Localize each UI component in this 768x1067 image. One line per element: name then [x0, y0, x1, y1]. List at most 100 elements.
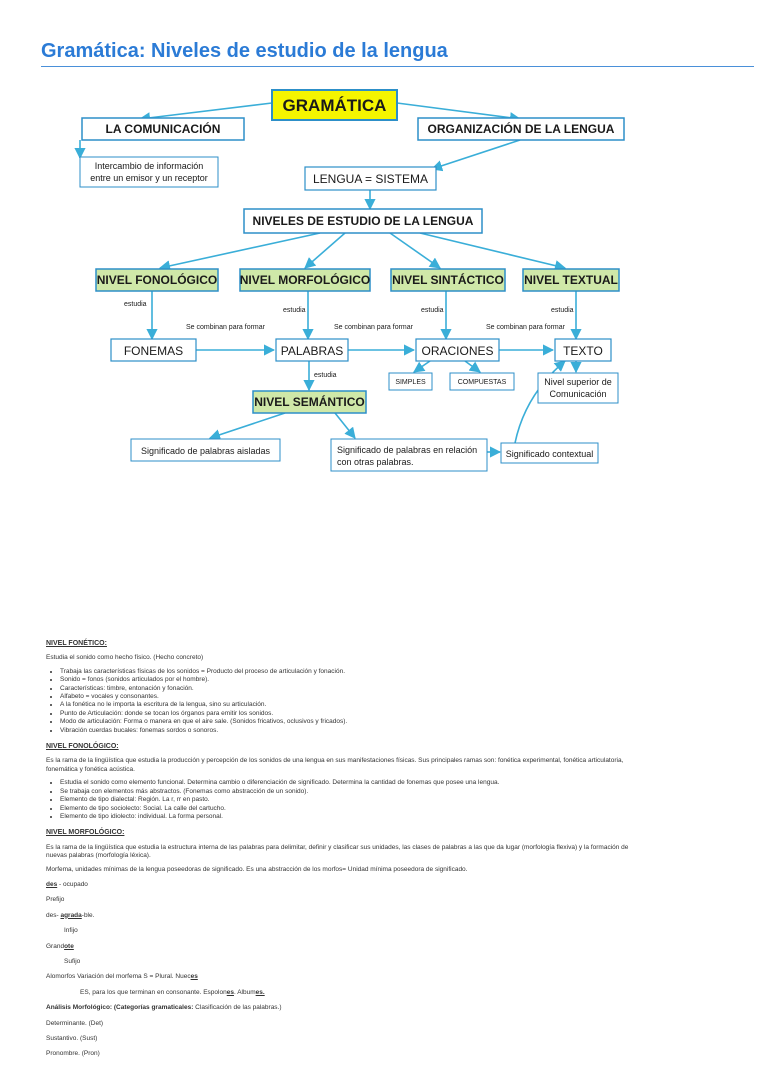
- list-item: Sonido = fonos (sonidos articulados por …: [60, 676, 726, 684]
- estudia-label-1: estudia: [124, 301, 147, 308]
- page-title: Gramática: Niveles de estudio de la leng…: [41, 40, 448, 62]
- prefijo-label: Prefijo: [46, 896, 65, 904]
- es2-morph: es: [226, 988, 234, 996]
- niveles-box: [243, 208, 483, 234]
- comunicacion-label: LA COMUNICACIÓN: [106, 121, 221, 136]
- combinan-label-1: Se combinan para formar: [186, 324, 266, 331]
- list-item: Elemento de tipo dialectal: Región. La r…: [60, 796, 726, 804]
- intercambio-line-2: entre un emisor y un receptor: [90, 173, 208, 183]
- sig-relacion-line-2: con otras palabras.: [337, 457, 414, 467]
- list-item: Punto de Articulación: donde se tocan lo…: [60, 710, 726, 718]
- estudia-label-3: estudia: [421, 307, 444, 314]
- list-item: Modo de articulación: Forma o manera en …: [60, 718, 726, 726]
- ote-morph: ote: [64, 942, 74, 950]
- analisis-rest: Clasificación de las palabras.): [193, 1004, 282, 1012]
- des-morph: des: [46, 880, 58, 888]
- sig-contextual-box: [500, 442, 599, 464]
- compuestas-label: COMPUESTAS: [458, 379, 507, 386]
- textual-label: NIVEL TEXTUAL: [524, 273, 618, 287]
- sust-line: Sustantivo. (Sust): [46, 1035, 98, 1042]
- diagram-arrows: [74, 102, 582, 458]
- list-item: A la fonética no le importa la escritura…: [60, 701, 726, 709]
- analisis-line: Análisis Morfológico: (Categorías gramat…: [46, 1004, 726, 1012]
- oraciones-label: ORACIONES: [421, 344, 493, 358]
- alomorfos-line: Alomorfos Variación del morfema S = Plur…: [46, 973, 726, 981]
- des-rest: - ocupado: [57, 880, 88, 888]
- list-item: Elemento de tipo sociolecto: Social. La …: [60, 805, 726, 813]
- example-grandote: Grandote: [46, 943, 726, 951]
- sig-aisladas-box: [130, 438, 281, 462]
- concept-map: GRAMÁTICA LA COMUNICACIÓN ORGANIZACIÓN D…: [74, 89, 625, 472]
- oraciones-box: [415, 338, 500, 362]
- album-text: . Album: [233, 988, 256, 996]
- lengua-label: LENGUA = SISTEMA: [313, 172, 428, 186]
- semantico-label: NIVEL SEMÁNTICO: [254, 394, 364, 409]
- fonemas-label: FONEMAS: [124, 344, 183, 358]
- example-agradable: des- agrada-ble.: [46, 912, 726, 920]
- es-line-text: ES, para los que terminan en consonante.…: [80, 988, 227, 996]
- fonologico-label: NIVEL FONOLÓGICO: [97, 272, 217, 287]
- texto-label: TEXTO: [563, 344, 603, 358]
- sintactico-box: [390, 268, 506, 292]
- intercambio-box: [79, 156, 219, 188]
- fonetico-heading: NIVEL FONÉTICO:: [46, 640, 107, 647]
- simples-box: [388, 372, 433, 391]
- fonologico-intro: Es la rama de la lingüística que estudia…: [46, 757, 726, 774]
- textual-box: [522, 268, 620, 292]
- es-consonante-line: ES, para los que terminan en consonante.…: [46, 989, 726, 997]
- combinan-label-2: Se combinan para formar: [334, 324, 414, 331]
- fonologico-intro-2: fonemática y fonética acústica.: [46, 765, 135, 773]
- ble-text: -ble.: [81, 911, 95, 919]
- compuestas-box: [449, 372, 515, 391]
- superior-line-1: Nivel superior de: [544, 377, 612, 387]
- morfologico-box: [239, 268, 371, 292]
- list-item: Vibración cuerdas bucales: fonemas sordo…: [60, 727, 726, 735]
- morfologico-intro-2: nuevas palabras (morfología léxica).: [46, 852, 151, 860]
- section-fonologico: NIVEL FONOLÓGICO: Es la rama de la lingü…: [46, 743, 726, 821]
- fonologico-heading: NIVEL FONOLÓGICO:: [46, 743, 119, 751]
- fonetico-list: Trabaja las características físicas de l…: [46, 668, 726, 735]
- organizacion-label: ORGANIZACIÓN DE LA LENGUA: [428, 121, 615, 136]
- fonemas-box: [110, 338, 197, 362]
- es-morph: es: [190, 973, 198, 981]
- infijo-label: Infijo: [64, 927, 78, 935]
- sig-aisladas-label: Significado de palabras aisladas: [141, 446, 271, 456]
- list-item: Estudia el sonido como elemento funciona…: [60, 779, 726, 787]
- organizacion-box: [417, 117, 625, 141]
- pron-line: Pronombre. (Pron): [46, 1050, 100, 1058]
- section-morfologico: NIVEL MORFOLÓGICO: Es la rama de la ling…: [46, 829, 726, 1059]
- fonologico-box: [95, 268, 219, 292]
- intercambio-line-1: Intercambio de información: [95, 161, 204, 171]
- comunicacion-box: [81, 117, 245, 141]
- sufijo-label: Sufijo: [64, 957, 81, 965]
- sig-relacion-line-1: Significado de palabras en relación: [337, 445, 477, 455]
- list-item: Trabaja las características físicas de l…: [60, 668, 726, 676]
- sig-relacion-box: [330, 438, 488, 472]
- alomorfos-text: Alomorfos Variación del morfema S = Plur…: [46, 973, 191, 981]
- fonologico-intro-1: Es la rama de la lingüística que estudia…: [46, 757, 624, 765]
- simples-label: SIMPLES: [395, 379, 426, 386]
- morfologico-label: NIVEL MORFOLÓGICO: [240, 272, 370, 287]
- estudia-label-2: estudia: [283, 307, 306, 314]
- agrada-morph: agrada: [60, 911, 82, 919]
- det-line: Determinante. (Det): [46, 1019, 104, 1027]
- list-item: Características: timbre, entonación y fo…: [60, 685, 726, 693]
- palabras-label: PALABRAS: [281, 344, 343, 358]
- analisis-bold: Análisis Morfológico: (Categorías gramat…: [46, 1004, 194, 1012]
- texto-box: [554, 338, 612, 362]
- morfologico-intro-1: Es la rama de la lingüística que estudia…: [46, 843, 629, 851]
- des2-text: des-: [46, 911, 61, 919]
- sintactico-label: NIVEL SINTÁCTICO: [392, 272, 504, 287]
- superior-box: [537, 372, 619, 404]
- document-text: NIVEL FONÉTICO: Estudia el sonido como h…: [46, 640, 726, 1067]
- gramatica-box: [271, 89, 398, 121]
- list-item: Alfabeto = vocales y consonantes.: [60, 693, 726, 701]
- fonologico-list: Estudia el sonido como elemento funciona…: [46, 779, 726, 821]
- lengua-box: [304, 166, 437, 191]
- example-des: des - ocupado: [46, 881, 726, 889]
- sig-contextual-label: Significado contextual: [506, 449, 594, 459]
- title-divider: [41, 66, 754, 67]
- morfema-definition: Morfema, unidades mínimas de la lengua p…: [46, 865, 468, 873]
- gramatica-label: GRAMÁTICA: [283, 96, 387, 115]
- palabras-box: [275, 338, 349, 362]
